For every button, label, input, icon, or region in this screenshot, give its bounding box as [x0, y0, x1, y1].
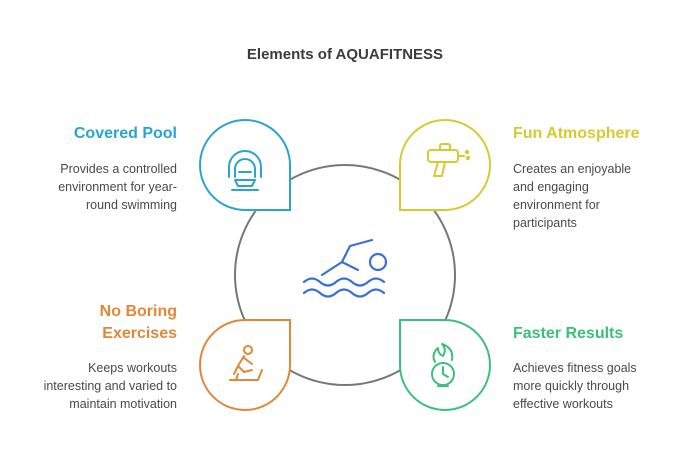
water-gun-icon [427, 143, 471, 177]
fun-atmosphere-heading: Fun Atmosphere [513, 125, 640, 142]
covered-pool-heading: Covered Pool [73, 125, 177, 142]
exercise-bike-icon [229, 345, 263, 381]
covered-pool-badge [199, 119, 291, 211]
diagram-title: Elements of AQUAFITNESS [246, 46, 444, 63]
fun-atmosphere-description: Creates an enjoyable and engaging enviro… [513, 162, 632, 230]
timer-flame-icon [431, 343, 455, 387]
faster-results-heading: Faster Results [513, 325, 624, 342]
swimmer-icon [302, 238, 388, 298]
faster-results-description: Achieves fitness goals more quickly thro… [513, 361, 637, 411]
no-boring-exercises-badge [199, 319, 291, 411]
no-boring-exercises-heading: No Boring Exercises [99, 303, 177, 342]
center-ring [234, 164, 456, 386]
faster-results-badge [399, 319, 491, 411]
no-boring-exercises-description: Keeps workouts interesting and varied to… [43, 361, 177, 411]
covered-pool-icon [228, 150, 262, 191]
covered-pool-description: Provides a controlled environment for ye… [58, 162, 177, 212]
